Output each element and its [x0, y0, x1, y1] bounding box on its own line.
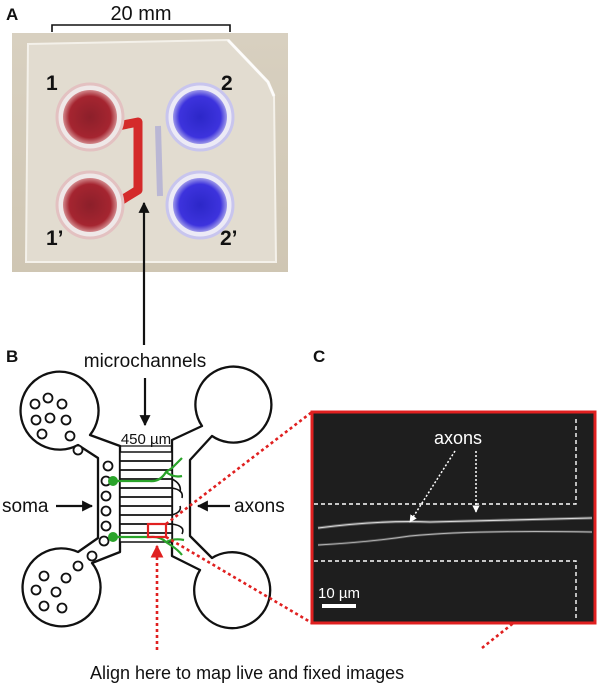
zoom-line-top: [165, 410, 313, 526]
blue-channel: [155, 125, 163, 197]
neuron-soma-top: [108, 476, 118, 486]
neuron-soma-bottom: [108, 532, 118, 542]
ports-soma-channel: [98, 460, 114, 547]
axons-label: axons: [234, 496, 285, 517]
axon-traces: [317, 516, 593, 547]
scale-450um-label: 450 µm: [121, 431, 171, 448]
axon-curls: [171, 478, 184, 535]
axons-label-micrograph: axons: [434, 428, 482, 448]
zoom-line-bottom: [165, 535, 313, 625]
scale-bar-450um: [119, 445, 173, 452]
well-1-fill: [63, 90, 117, 144]
panel-b: B microchannels 450 µm: [2, 347, 404, 683]
microchannels-label: microchannels: [84, 351, 207, 372]
panel-b-letter: B: [6, 347, 18, 366]
panel-c: C axons 10 µm: [310, 347, 597, 625]
well-1-prime-fill: [63, 178, 117, 232]
ports-bottom-left: [30, 550, 98, 614]
device-outline-right: [170, 365, 273, 630]
align-label: Align here to map live and fixed images: [90, 663, 404, 683]
well-label-1: 1: [46, 72, 58, 95]
chip-edge-highlight: [226, 38, 276, 97]
scale-bar-20mm: [51, 24, 231, 32]
micrograph: [310, 410, 597, 625]
panel-a-letter: A: [6, 5, 18, 24]
ports-top-left: [29, 392, 84, 456]
well-label-1-prime: 1’: [46, 227, 64, 250]
well-2-fill: [173, 90, 227, 144]
alignment-box: [146, 522, 168, 539]
scale-10um-label: 10 µm: [318, 585, 360, 602]
well-2-prime-fill: [173, 178, 227, 232]
scale-bar-10um: [322, 604, 356, 608]
channel-borders: [314, 416, 577, 620]
well-label-2-prime: 2’: [220, 227, 238, 250]
panel-a: A 20 mm 1 2 1’ 2’: [6, 3, 288, 272]
well-label-2: 2: [221, 72, 233, 95]
scale-bar-label: 20 mm: [110, 3, 171, 25]
panel-c-letter: C: [313, 347, 325, 366]
soma-label: soma: [2, 496, 49, 517]
